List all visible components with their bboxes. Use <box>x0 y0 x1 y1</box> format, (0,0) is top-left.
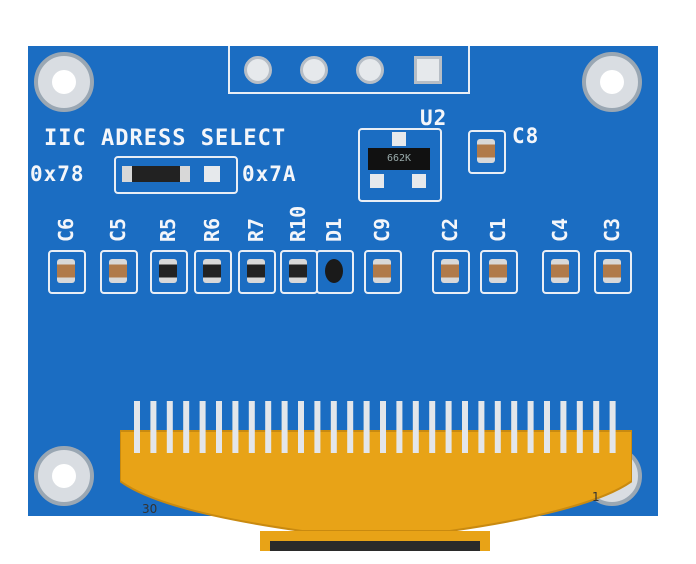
iic-address-title: IIC ADRESS SELECT <box>44 126 287 151</box>
component-r6 <box>194 250 232 294</box>
component-r10-body <box>289 259 307 283</box>
component-c9 <box>364 250 402 294</box>
silk-label-r6: R6 <box>200 217 224 242</box>
flex-pin <box>527 401 534 453</box>
component-r7 <box>238 250 276 294</box>
silk-label-d1: D1 <box>322 217 346 242</box>
flex-pin <box>281 401 288 453</box>
regulator-pin-top <box>392 132 406 146</box>
flex-pin <box>544 401 550 453</box>
flex-pin <box>265 401 272 453</box>
capacitor-c8 <box>468 130 506 174</box>
flex-pin <box>330 401 337 453</box>
component-c4 <box>542 250 580 294</box>
flex-pin <box>314 401 321 453</box>
component-r5-body <box>159 259 177 283</box>
flex-pin <box>445 401 452 453</box>
flex-pin <box>494 401 501 453</box>
component-c4-body <box>551 259 569 283</box>
flex-pin <box>248 401 255 453</box>
flex-pin <box>396 401 403 453</box>
component-d1 <box>316 250 354 294</box>
flex-pin <box>134 401 140 453</box>
silk-label-c2: C2 <box>438 217 462 242</box>
regulator-pin-left <box>370 174 384 188</box>
regulator-u2: 662K <box>358 128 442 202</box>
silk-label-r10: R10 <box>286 205 310 242</box>
flex-pin <box>429 401 436 453</box>
flex-pin <box>462 401 468 453</box>
silk-label-c9: C9 <box>370 217 394 242</box>
u2-label: U2 <box>420 106 448 130</box>
component-c9-body <box>373 259 391 283</box>
address-resistor <box>122 166 190 182</box>
flex-pin <box>347 401 354 453</box>
component-r7-body <box>247 259 265 283</box>
flex-pin <box>560 401 567 453</box>
silk-label-c3: C3 <box>600 217 624 242</box>
mount-hole-top-left <box>34 52 94 112</box>
mount-hole-top-right <box>582 52 642 112</box>
address-0x78-label: 0x78 <box>30 162 85 186</box>
silk-label-c1: C1 <box>486 217 510 242</box>
flex-pin <box>412 401 419 453</box>
pcb-board: IIC ADRESS SELECT 0x78 0x7A 662K U2 C8 3… <box>28 46 658 551</box>
header-pin-1 <box>244 56 272 84</box>
address-jumper <box>114 156 238 194</box>
flex-pin <box>609 401 616 453</box>
component-c1-body <box>489 259 507 283</box>
flex-pin-30-label: 30 <box>142 502 157 516</box>
component-c1 <box>480 250 518 294</box>
component-c2-body <box>441 259 459 283</box>
component-c5-body <box>109 259 127 283</box>
mount-hole-bottom-left <box>34 446 94 506</box>
component-r6-body <box>203 259 221 283</box>
component-d1-body <box>325 259 343 283</box>
header-pin-3 <box>356 56 384 84</box>
regulator-pin-right <box>412 174 426 188</box>
pin-header <box>228 46 470 94</box>
flex-pin <box>232 401 239 453</box>
oled-flex-cable: 30 1 <box>120 401 632 551</box>
flex-pin <box>593 401 600 453</box>
component-c3 <box>594 250 632 294</box>
component-r5 <box>150 250 188 294</box>
silk-label-r7: R7 <box>244 217 268 242</box>
component-c5 <box>100 250 138 294</box>
silk-label-r5: R5 <box>156 217 180 242</box>
header-pin-square <box>414 56 442 84</box>
flex-pin <box>298 401 304 453</box>
flex-pin-1-label: 1 <box>592 490 600 504</box>
c8-label: C8 <box>512 124 540 148</box>
component-r10 <box>280 250 318 294</box>
regulator-marking: 662K <box>386 153 412 164</box>
header-pin-2 <box>300 56 328 84</box>
silk-label-c4: C4 <box>548 217 572 242</box>
flex-pin <box>363 401 370 453</box>
component-c2 <box>432 250 470 294</box>
flex-pin <box>478 401 485 453</box>
flex-pin <box>380 401 386 453</box>
silk-label-c5: C5 <box>106 217 130 242</box>
flex-pin <box>166 401 173 453</box>
component-c6 <box>48 250 86 294</box>
regulator-body: 662K <box>368 148 430 170</box>
component-c6-body <box>57 259 75 283</box>
flex-pin <box>576 401 583 453</box>
silk-label-c6: C6 <box>54 217 78 242</box>
flex-pin <box>511 401 518 453</box>
flex-pin <box>216 401 222 453</box>
address-pad <box>204 166 220 182</box>
capacitor-c8-body <box>477 139 495 163</box>
flex-pin <box>199 401 206 453</box>
address-0x7a-label: 0x7A <box>242 162 297 186</box>
component-c3-body <box>603 259 621 283</box>
flex-pin <box>183 401 190 453</box>
flex-pin <box>150 401 157 453</box>
